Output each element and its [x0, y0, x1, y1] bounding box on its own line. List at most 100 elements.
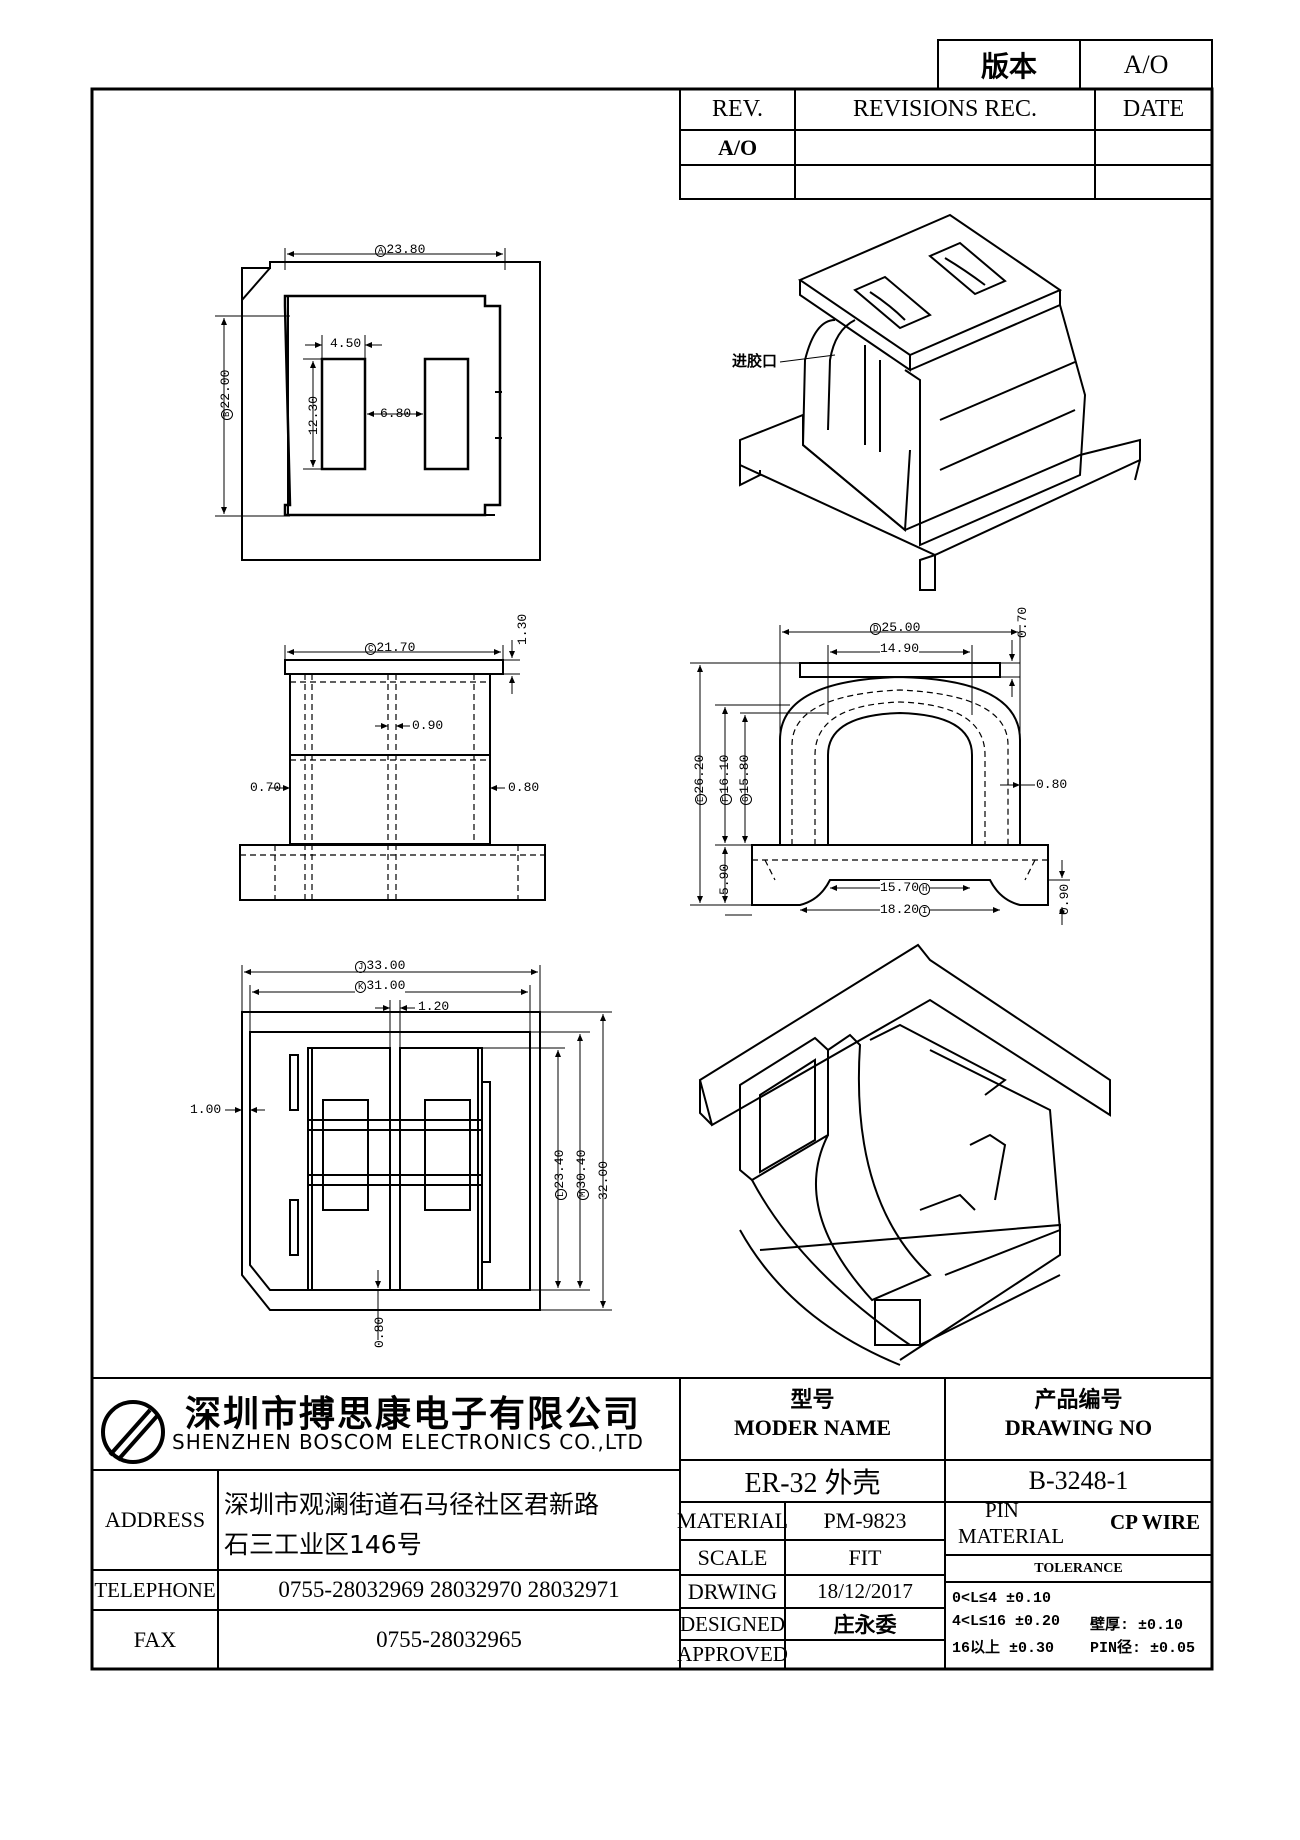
dim-side-inner-top: 14.90 — [880, 641, 920, 656]
dim-value: 21.70 — [376, 640, 416, 655]
date-header: DATE — [1122, 96, 1185, 122]
dim-side-base-gap: 0.90 — [1057, 883, 1072, 915]
address-line-1: 深圳市观澜街道石马径社区君新路 — [224, 1490, 600, 1519]
iso-view-bottom — [698, 943, 1111, 1366]
drawing-label-en: DRAWING NO — [1004, 1415, 1153, 1440]
drawing-date-value: 18/12/2017 — [817, 1579, 913, 1603]
dim-marker: J — [355, 961, 367, 973]
dim-marker: E — [695, 793, 707, 805]
dim-side-base: 5.90 — [717, 863, 732, 895]
rec-header: REVISIONS REC. — [852, 96, 1038, 122]
dim-value: 30.40 — [574, 1149, 589, 1189]
dim-marker: L — [555, 1188, 567, 1200]
dim-marker: H — [919, 883, 931, 895]
model-value: ER-32 外壳 — [744, 1468, 881, 1499]
dim-marker: C — [365, 643, 377, 655]
drawing-value: B-3248-1 — [1028, 1466, 1129, 1495]
dim-bottom-rib: 1.20 — [418, 999, 450, 1014]
pin-material-value: CP WIRE — [1110, 1510, 1201, 1534]
fax-label: FAX — [133, 1626, 177, 1652]
dim-marker: K — [355, 981, 367, 993]
dim-value: 22.00 — [218, 369, 233, 409]
dim-value: 25.00 — [881, 620, 921, 635]
dim-side-wall: 0.80 — [1036, 777, 1068, 792]
tolerance-row-2a: 4<L≤16 ±0.20 — [952, 1613, 1061, 1630]
scale-label: SCALE — [697, 1544, 768, 1570]
version-value: A/O — [1123, 49, 1169, 79]
scale-value: FIT — [848, 1544, 882, 1570]
model-label-en: MODER NAME — [733, 1415, 892, 1440]
bottom-view — [225, 965, 612, 1340]
approved-label: APPROVED — [677, 1642, 788, 1666]
fax-value: 0755-28032965 — [376, 1626, 522, 1652]
dim-marker: D — [870, 623, 882, 635]
dim-side-height: E26.20 — [692, 755, 707, 805]
dim-front-right: 0.80 — [508, 780, 540, 795]
dim-value: 33.00 — [366, 958, 406, 973]
model-label-cn: 型号 — [790, 1388, 835, 1413]
top-view — [215, 248, 541, 561]
tolerance-row-2b: 壁厚: ±0.10 — [1090, 1617, 1184, 1634]
dim-marker: M — [577, 1188, 589, 1200]
address-label: ADDRESS — [104, 1507, 206, 1532]
dim-value: 16.10 — [717, 754, 732, 794]
dim-side-inner-h1: F16.10 — [717, 755, 732, 805]
dim-value: 23.40 — [552, 1149, 567, 1189]
dim-value: 31.00 — [366, 978, 406, 993]
dim-bottom-h3: 32.00 — [596, 1160, 611, 1200]
dim-marker: B — [221, 408, 233, 420]
telephone-value: 0755-28032969 28032970 28032971 — [278, 1577, 620, 1602]
company-name-en: SHENZHEN BOSCOM ELECTRONICS CO.,LTD — [172, 1430, 644, 1454]
dim-slot-gap: 6.80 — [380, 406, 412, 421]
pin-material-label-1: PIN — [985, 1498, 1019, 1522]
pin-material-label-2: MATERIAL — [958, 1524, 1065, 1548]
dim-bottom-wall: 1.00 — [190, 1102, 222, 1117]
tolerance-row-3b: PIN径: ±0.05 — [1090, 1640, 1196, 1657]
dim-slot-height: 12.30 — [306, 395, 321, 435]
rev-row-1: A/O — [717, 134, 758, 160]
dim-side-top: 0.70 — [1015, 606, 1030, 638]
dim-bottom-h1: L23.40 — [552, 1150, 567, 1200]
approved-value — [785, 1640, 945, 1669]
dim-marker: F — [720, 793, 732, 805]
dim-value: 15.80 — [737, 754, 752, 794]
dim-side-inner-h2: G15.80 — [737, 755, 752, 805]
drawing-border — [90, 87, 1214, 1671]
dim-front-top: 1.30 — [515, 613, 530, 645]
address-line-2: 石三工业区146号 — [224, 1530, 422, 1559]
designed-value: 庄永委 — [833, 1613, 897, 1637]
dim-front-center: 0.90 — [412, 718, 444, 733]
dim-marker: A — [375, 245, 387, 257]
tolerance-row-1: 0<L≤4 ±0.10 — [952, 1590, 1052, 1607]
rev-header: REV. — [712, 96, 763, 122]
dim-bottom-bottom: 0.80 — [372, 1316, 387, 1348]
dim-value: 15.70 — [880, 880, 920, 895]
dim-slot-width: 4.50 — [330, 336, 362, 351]
title-block-lines — [92, 1377, 1212, 1669]
revision-table-lines — [679, 39, 1213, 200]
tolerance-row-3a: 16以上 ±0.30 — [952, 1640, 1055, 1657]
gate-annotation: 进胶口 — [732, 352, 778, 370]
gate-leader — [779, 354, 836, 363]
front-view — [239, 640, 546, 901]
dim-marker: G — [740, 793, 752, 805]
version-label: 版本 — [980, 49, 1037, 83]
drawing-label-cn: 产品编号 — [1034, 1388, 1123, 1413]
dim-top-height: B22.00 — [218, 370, 233, 420]
tolerance-label: TOLERANCE — [1034, 1560, 1123, 1576]
material-label: MATERIAL — [676, 1508, 789, 1533]
dim-value: 18.20 — [880, 902, 920, 917]
company-name-cn: 深圳市搏思康电子有限公司 — [185, 1394, 642, 1435]
iso-view-top — [739, 213, 1141, 591]
material-value: PM-9823 — [823, 1508, 907, 1533]
dim-bottom-h2: M30.40 — [574, 1150, 589, 1200]
dim-value: 23.80 — [386, 242, 426, 257]
